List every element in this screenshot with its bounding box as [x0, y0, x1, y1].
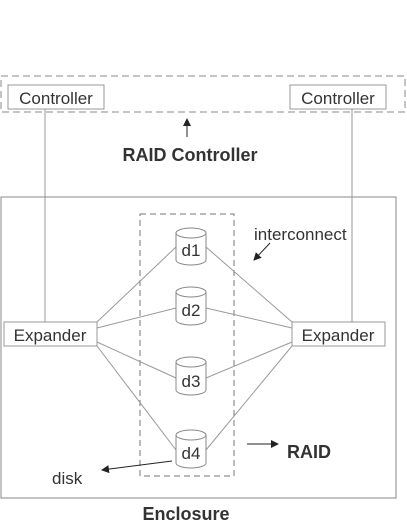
raid-group-frame — [139, 213, 235, 477]
controller-right: Controller — [289, 84, 387, 110]
expander-left-label: Expander — [14, 326, 87, 345]
link-left-expander-d1 — [96, 246, 177, 323]
interconnect-arrow — [253, 242, 271, 261]
link-left-expander-d2 — [96, 307, 177, 329]
disk-arrow — [101, 460, 173, 474]
disk-d1-label: d1 — [182, 241, 201, 260]
raid-label: RAID — [287, 442, 331, 462]
expander-right-label: Expander — [302, 326, 375, 345]
disk-d2: d2 — [175, 286, 207, 326]
disk-d4: d4 — [175, 429, 207, 469]
link-right-expander-d4 — [205, 345, 293, 451]
link-right-expander-d3 — [205, 341, 293, 379]
enclosure-frame — [0, 196, 397, 499]
link-left-expander-d4 — [96, 345, 177, 451]
expander-right: Expander — [291, 321, 386, 347]
disk-d3-label: d3 — [182, 372, 201, 391]
link-left-expander-d3 — [96, 341, 177, 379]
controller-right-label: Controller — [301, 89, 375, 108]
controller-layer-frame — [0, 75, 406, 113]
link-right-expander-d2 — [205, 307, 293, 329]
controller-left-label: Controller — [19, 89, 93, 108]
disk-d1: d1 — [175, 227, 207, 266]
interconnect-label: interconnect — [254, 225, 347, 244]
controller-left: Controller — [7, 84, 105, 110]
raid-controller-label: RAID Controller — [123, 145, 258, 165]
enclosure-label: Enclosure — [142, 504, 229, 524]
disk-d4-label: d4 — [182, 444, 201, 463]
disk-d2-label: d2 — [182, 301, 201, 320]
link-right-expander-d1 — [205, 246, 293, 323]
disk-label: disk — [52, 469, 83, 488]
expander-left: Expander — [3, 321, 98, 347]
disk-d3: d3 — [175, 356, 207, 396]
